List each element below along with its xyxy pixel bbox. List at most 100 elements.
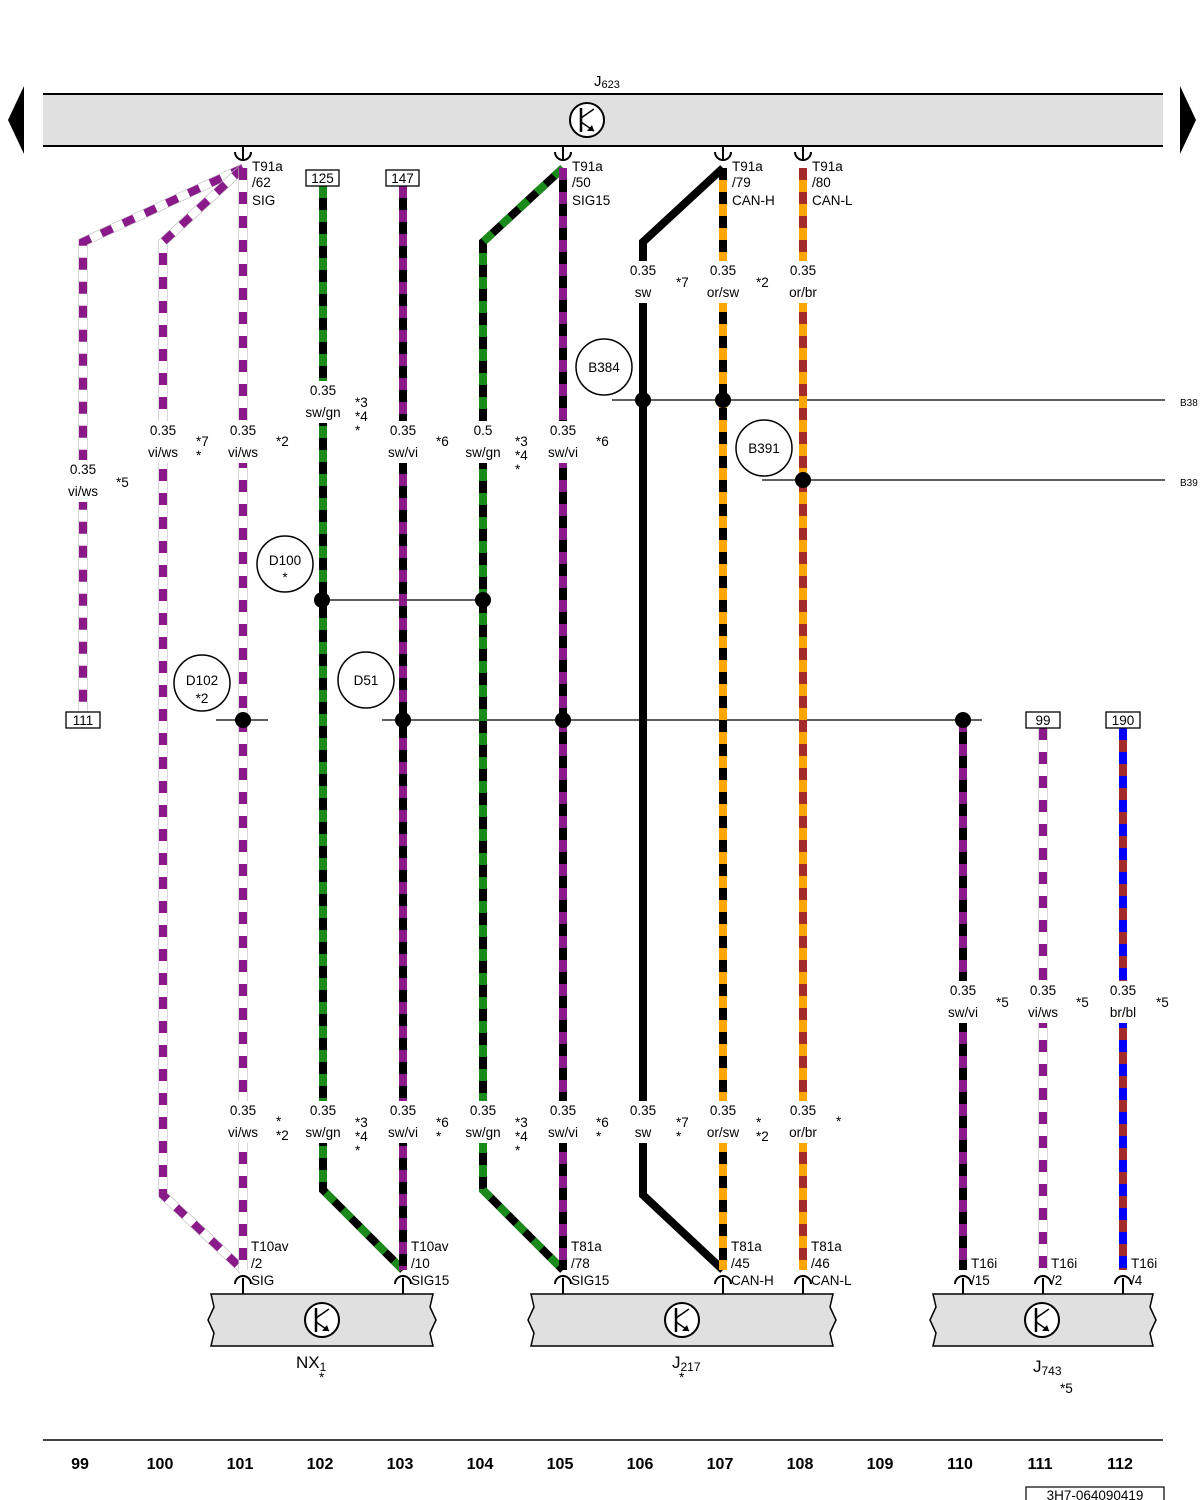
previous-page-arrow[interactable] xyxy=(8,86,24,154)
wire-color: vi/ws xyxy=(228,1125,258,1140)
wire-size: 0.35 xyxy=(550,1103,576,1118)
column-number: 101 xyxy=(227,1456,254,1473)
next-page-arrow[interactable] xyxy=(1180,86,1196,154)
column-number: 104 xyxy=(467,1456,494,1473)
wire-color: sw/gn xyxy=(465,1125,500,1140)
component-note: *5 xyxy=(1060,1381,1073,1396)
svg-text:/46: /46 xyxy=(811,1256,830,1271)
svg-text:T81a: T81a xyxy=(731,1239,762,1254)
svg-text:SIG15: SIG15 xyxy=(411,1273,449,1288)
control-unit-nx1[interactable] xyxy=(207,1293,437,1347)
wire-size: 0.35 xyxy=(310,383,336,398)
wire-size: 0.35 xyxy=(710,263,736,278)
wire-note: *6 xyxy=(436,1115,449,1130)
wire-color: vi/ws xyxy=(68,484,98,499)
wire-note: * xyxy=(596,1129,602,1144)
wire-color: vi/ws xyxy=(228,445,258,460)
offpage-reference: B38 xyxy=(1180,398,1198,409)
wire-vi-ws xyxy=(78,163,245,712)
reference-number: 147 xyxy=(391,171,414,186)
column-number: 107 xyxy=(707,1456,734,1473)
component-name: J743 xyxy=(1033,1357,1062,1378)
wire-note: *6 xyxy=(436,434,449,449)
wire-size: 0.35 xyxy=(310,1103,336,1118)
wire-note: *4 xyxy=(355,1129,368,1144)
wire-note: * xyxy=(355,1143,361,1158)
column-number: 100 xyxy=(147,1456,174,1473)
wire-note: *7 xyxy=(676,275,689,290)
junction-dots xyxy=(235,392,971,728)
bottom-pin-labels: T10av /2 SIG T10av /10 SIG15 T81a /78 SI… xyxy=(251,1239,1157,1288)
offpage-reference: B39 xyxy=(1180,478,1198,489)
svg-text:/45: /45 xyxy=(731,1256,750,1271)
wire-note: * xyxy=(515,1143,521,1158)
wire-color: sw/vi xyxy=(388,1125,418,1140)
svg-text:T16i: T16i xyxy=(971,1256,997,1271)
reference-number: 99 xyxy=(1035,713,1050,728)
wire-vi-ws xyxy=(158,164,247,1274)
column-number: 110 xyxy=(947,1456,973,1473)
wire-size: 0.35 xyxy=(1110,983,1136,998)
pin-label: T91a xyxy=(572,159,603,174)
wire-color: or/sw xyxy=(707,285,740,300)
wire-note: *3 xyxy=(355,395,368,410)
wire-color: sw xyxy=(635,285,652,300)
wire-label-bg xyxy=(777,1101,829,1143)
wire-label-bg xyxy=(617,1101,669,1143)
wire-size: 0.35 xyxy=(70,462,96,477)
component-name: NX1 xyxy=(296,1353,327,1374)
pin-label: SIG xyxy=(252,193,275,208)
wire-note: * xyxy=(836,1114,842,1129)
svg-text:SIG15: SIG15 xyxy=(571,1273,609,1288)
pin-label: /62 xyxy=(252,175,271,190)
reference-number: 125 xyxy=(311,171,334,186)
wire-color: or/br xyxy=(789,285,817,300)
wire-size: 0.35 xyxy=(950,983,976,998)
wire-color: sw/vi xyxy=(388,445,418,460)
pin-label: T91a xyxy=(732,159,763,174)
column-number: 105 xyxy=(547,1456,574,1473)
doc-code: 3H7-064090419 xyxy=(1047,1488,1144,1500)
pin-label: /79 xyxy=(732,175,751,190)
wire-note: *2 xyxy=(756,275,769,290)
column-number: 106 xyxy=(627,1456,654,1473)
wire-label-bg xyxy=(937,981,989,1023)
wire-note: *5 xyxy=(1156,995,1169,1010)
node-sublabel: * xyxy=(282,570,288,585)
column-number: 102 xyxy=(307,1456,334,1473)
control-unit-j743[interactable] xyxy=(929,1293,1157,1347)
svg-text:T10av: T10av xyxy=(411,1239,449,1254)
svg-text:T16i: T16i xyxy=(1051,1256,1077,1271)
wire-label-bg xyxy=(297,381,349,423)
column-number: 109 xyxy=(867,1456,894,1473)
node-sublabel: *2 xyxy=(196,691,209,706)
wire-label-bg xyxy=(617,261,669,303)
wire-color: sw/gn xyxy=(465,445,500,460)
wire-size: 0.35 xyxy=(630,1103,656,1118)
pin-label: /50 xyxy=(572,175,591,190)
wire-size: 0.35 xyxy=(790,263,816,278)
node-label: D51 xyxy=(354,673,379,688)
svg-text:T16i: T16i xyxy=(1131,1256,1157,1271)
control-unit-icon xyxy=(664,1302,700,1338)
wire-label-bg xyxy=(537,1101,589,1143)
wire-color: vi/ws xyxy=(1028,1005,1058,1020)
wire-note: * xyxy=(355,423,361,438)
reference-number: 190 xyxy=(1112,713,1135,728)
wire-note: * xyxy=(676,1129,682,1144)
doc-code-box xyxy=(1025,1486,1165,1500)
component-name: J217 xyxy=(672,1353,701,1374)
wire-labels: 0.35 vi/ws *5 0.35 vi/ws *7 * 0.35 vi/ws *2 0.35 sw… xyxy=(57,261,1169,1158)
control-unit-j217[interactable] xyxy=(527,1293,837,1347)
svg-text:/78: /78 xyxy=(571,1256,590,1271)
wire-note: * xyxy=(196,448,202,463)
component-note: * xyxy=(679,1370,685,1385)
control-unit-icon xyxy=(1024,1302,1060,1338)
wire-note: *2 xyxy=(276,434,289,449)
svg-text:/10: /10 xyxy=(411,1256,430,1271)
wire-note: *4 xyxy=(355,409,368,424)
wire-size: 0.35 xyxy=(470,1103,496,1118)
svg-text:/2: /2 xyxy=(251,1256,262,1271)
wire-label-bg xyxy=(377,1101,429,1143)
pin-label: T91a xyxy=(812,159,843,174)
